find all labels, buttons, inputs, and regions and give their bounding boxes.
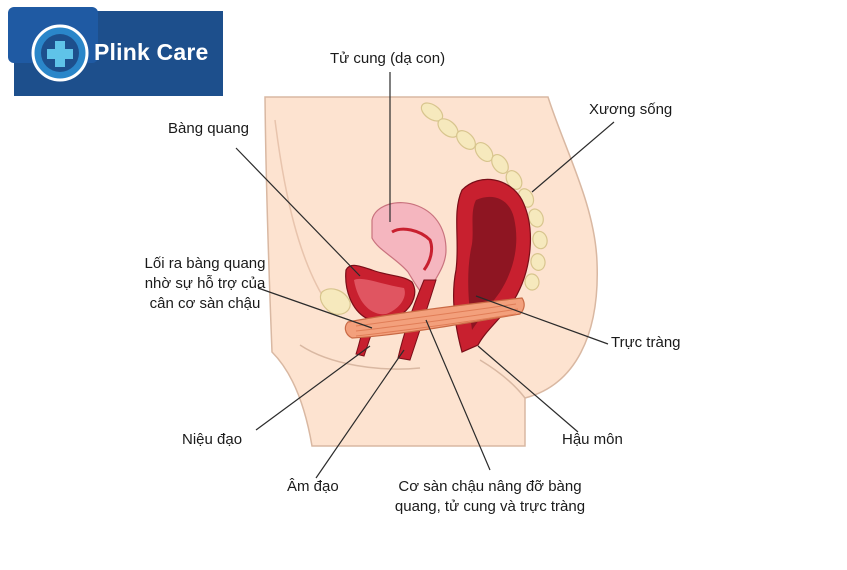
label-urethra: Niệu đạo [182,431,243,448]
leader-anus [477,345,579,433]
abdominal-contour [274,119,326,301]
label-pelvic-floor: Cơ sàn chậu nâng đỡ bàng quang, tử cung … [394,478,586,515]
uterus-cavity [391,227,434,271]
vertebra [528,208,544,228]
vertebra [530,253,546,271]
uterus-shape [371,202,447,300]
label-bladder-outlet: Lối ra bàng quang nhờ sự hỗ trợ của cân … [144,255,266,312]
label-rectum: Trực tràng [611,334,681,351]
leader-rectum [475,295,609,345]
label-uterus: Tử cung (dạ con) [330,50,446,67]
thigh-line [299,344,421,370]
leader-spine [531,121,615,193]
vertebra [491,153,509,175]
plink-care-logo: Plink Care [8,7,223,96]
leader-urethra [255,345,371,431]
label-anus: Hậu môn [562,431,623,448]
leader-pelvic-floor [425,319,491,471]
label-bladder: Bàng quang [168,120,249,137]
pelvic-floor-muscle [344,297,525,339]
bladder-inner [354,278,405,315]
rectum-inner [468,196,517,330]
leader-bladder [235,147,361,277]
vertebra [474,141,494,163]
vertebra [524,273,540,291]
buttock-line [479,359,526,399]
muscle-fibers [355,303,519,337]
plink-care-mark-icon [31,24,89,82]
vertebra [456,130,476,150]
brand-name: Plink Care [94,39,209,65]
leader-bladder-outlet [257,287,373,329]
vertebra [532,230,548,250]
leader-vagina [315,349,405,479]
pubic-bone [319,288,351,315]
vertebra [505,170,523,190]
spine [420,102,548,291]
label-vagina: Âm đạo [287,478,339,495]
label-spine: Xương sống [589,101,673,118]
